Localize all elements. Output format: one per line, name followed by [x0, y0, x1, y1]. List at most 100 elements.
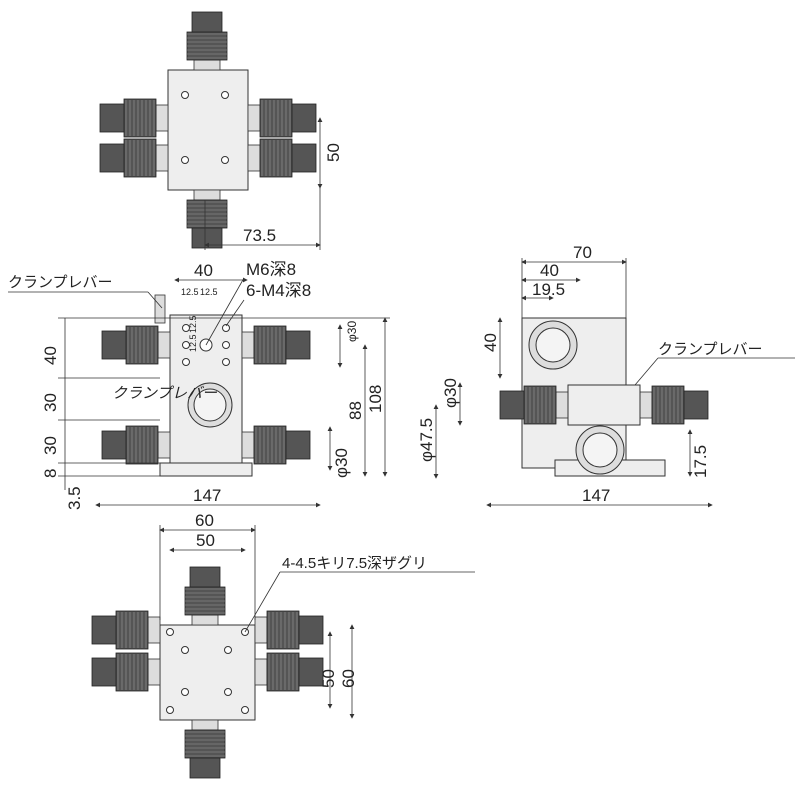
mount-hole — [182, 341, 190, 349]
knob-collar — [157, 331, 171, 359]
dim-108: 108 — [366, 385, 385, 413]
top-view-stage — [167, 69, 249, 191]
pitch-v-1: 12.5 — [188, 334, 198, 352]
knob-knurl — [259, 98, 293, 138]
knob-collar — [191, 614, 219, 626]
knob-collar — [155, 104, 169, 132]
mount-hole — [181, 646, 189, 654]
micrometer-knob[interactable] — [254, 610, 324, 650]
dim-19-5: 19.5 — [532, 280, 565, 299]
clamp-label: クランプ — [112, 385, 175, 402]
knob-cap — [285, 430, 311, 460]
knob-cap — [99, 143, 125, 173]
micrometer-knob[interactable] — [247, 98, 317, 138]
mount-hole — [182, 324, 190, 332]
bottom-view-dims: 60 50 4-4.5キリ7.5深ザグリ 50 60 — [159, 511, 475, 719]
micrometer-knob[interactable] — [184, 566, 226, 626]
micrometer-knob[interactable] — [184, 719, 226, 779]
dim-60-v: 60 — [339, 669, 358, 688]
knob-cap — [683, 390, 709, 420]
mount-hole — [166, 628, 174, 636]
knob-collar — [157, 431, 171, 459]
side-clamp-lever-label: クランプレバー — [658, 341, 763, 358]
knob-cap — [499, 390, 525, 420]
clamp-lever-label: クランプレバー — [8, 274, 113, 291]
mount-hole — [222, 324, 230, 332]
micrometer-knob[interactable] — [241, 425, 311, 465]
knob-knurl — [253, 325, 287, 365]
knob-collar — [254, 616, 268, 644]
dim-60: 60 — [195, 511, 214, 530]
left-dim-8: 8 — [41, 469, 60, 478]
m6-label: M6深8 — [246, 260, 296, 279]
knob-collar — [193, 59, 221, 71]
mount-hole — [181, 91, 189, 99]
knob-collar — [247, 104, 261, 132]
mount-hole — [241, 706, 249, 714]
knob-cap — [191, 11, 223, 33]
knob-knurl — [115, 652, 149, 692]
mount-hole — [221, 156, 229, 164]
micrometer-knob[interactable] — [99, 138, 169, 178]
micrometer-knob[interactable] — [186, 11, 228, 71]
dim-88: 88 — [346, 401, 365, 420]
lever-label: レバー — [172, 385, 218, 402]
dia-47-5: φ47.5 — [417, 418, 436, 462]
dim-40: 40 — [540, 261, 559, 280]
pitch-h-2: 12.5 — [200, 287, 218, 297]
dim-40-v: 40 — [481, 333, 500, 352]
knob-cap — [101, 430, 127, 460]
knob-cap — [99, 103, 125, 133]
knob-collar — [147, 658, 161, 686]
knob-knurl — [266, 652, 300, 692]
micrometer-knob[interactable] — [639, 385, 709, 425]
knob-knurl — [115, 610, 149, 650]
micrometer-knob[interactable] — [186, 189, 228, 249]
micrometer-knob[interactable] — [101, 425, 171, 465]
front-view-dims: クランプレバー 40 M6深8 6-M4深8 12.5 12.5 12.5 12… — [8, 260, 390, 510]
knob-collar — [247, 144, 261, 172]
micrometer-knob[interactable] — [254, 652, 324, 692]
mount-hole — [222, 358, 230, 366]
mount-hole — [182, 358, 190, 366]
micrometer-knob[interactable] — [91, 610, 161, 650]
hole-label: 4-4.5キリ7.5深ザグリ — [282, 555, 427, 572]
bottom-view-stage — [159, 624, 256, 721]
dia-30: φ30 — [441, 378, 460, 408]
knob-knurl — [266, 610, 300, 650]
side-top-inner — [535, 327, 571, 363]
knob-cap — [298, 615, 324, 645]
pitch-v-2: 12.5 — [188, 315, 198, 333]
knob-dia-top: φ30 — [345, 321, 359, 342]
knob-cap — [291, 103, 317, 133]
clamp-lever — [154, 294, 166, 324]
micrometer-knob[interactable] — [99, 98, 169, 138]
dim-147: 147 — [193, 486, 221, 505]
knob-collar — [193, 189, 221, 201]
micrometer-knob[interactable] — [241, 325, 311, 365]
knob-cap — [291, 143, 317, 173]
mount-hole — [224, 688, 232, 696]
knob-cap — [101, 330, 127, 360]
knob-cap — [91, 657, 117, 687]
knob-knurl — [123, 98, 157, 138]
top-view-dims: 50 73.5 — [204, 117, 343, 250]
side-view-dims: 70 40 19.5 40 クランプレバー φ30 φ47.5 17.5 147 — [417, 243, 795, 508]
knob-cap — [285, 330, 311, 360]
mount-hole — [222, 341, 230, 349]
dim-73-5: 73.5 — [243, 226, 276, 245]
dim-17-5: 17.5 — [691, 445, 710, 478]
micrometer-knob[interactable] — [499, 385, 569, 425]
micrometer-knob[interactable] — [247, 138, 317, 178]
micrometer-knob[interactable] — [101, 325, 171, 365]
mount-hole — [181, 688, 189, 696]
m4-label: 6-M4深8 — [246, 281, 311, 300]
knob-knurl — [125, 425, 159, 465]
knob-collar — [254, 658, 268, 686]
micrometer-knob[interactable] — [91, 652, 161, 692]
side-middle-block — [567, 384, 641, 426]
pitch-h-1: 12.5 — [181, 287, 199, 297]
knob-knurl — [125, 325, 159, 365]
